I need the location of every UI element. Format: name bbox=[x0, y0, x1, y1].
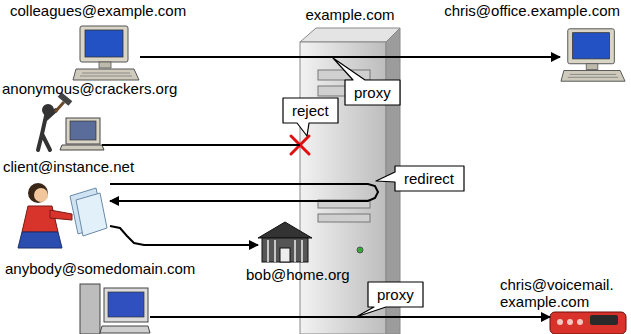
callout-bubble: redirect bbox=[395, 166, 464, 191]
bubble-shape bbox=[283, 98, 338, 136]
client-jacket bbox=[22, 206, 58, 232]
power-led bbox=[357, 247, 363, 253]
desktop-tower bbox=[80, 284, 100, 334]
client-hair bbox=[28, 183, 48, 203]
client-face bbox=[34, 188, 48, 202]
endpoint: chris@voicemail. example.com bbox=[550, 312, 626, 334]
bubble-shape bbox=[333, 58, 400, 105]
server: example.comproxyrejectredirectproxy bbox=[300, 28, 400, 334]
voicemail-button bbox=[557, 319, 563, 325]
callout-text: redirect bbox=[395, 166, 464, 191]
message-arrow bbox=[102, 144, 300, 146]
endpoint: client@instance.net bbox=[14, 180, 110, 250]
callout-text: proxy bbox=[345, 80, 400, 105]
computer-icon bbox=[73, 26, 139, 80]
cracker-keyboard bbox=[60, 145, 104, 150]
message-arrow bbox=[140, 56, 560, 58]
desktop-keyboard bbox=[100, 326, 150, 333]
desktop-icon bbox=[80, 284, 150, 334]
house-stripes bbox=[268, 240, 302, 262]
callout-text: reject bbox=[283, 98, 338, 123]
address-label: client@instance.net bbox=[3, 158, 134, 175]
desktop-monitor bbox=[104, 288, 148, 322]
address-label: anybody@somedomain.com bbox=[5, 260, 195, 277]
endpoint: anonymous@crackers.org bbox=[38, 100, 102, 150]
house-door bbox=[280, 248, 290, 262]
bubble-shape bbox=[376, 166, 464, 191]
cracker-screen bbox=[70, 121, 96, 140]
client-arm bbox=[50, 210, 72, 220]
address-label: bob@home.org bbox=[246, 266, 350, 283]
voicemail-button bbox=[567, 319, 573, 325]
house-wall bbox=[262, 238, 308, 262]
drive-bay bbox=[318, 214, 370, 222]
address-label: chris@office.example.com bbox=[444, 2, 620, 19]
address-label: chris@voicemail. example.com bbox=[500, 276, 628, 310]
callout-bubble: proxy bbox=[368, 282, 423, 307]
callout-bubble: reject bbox=[283, 98, 338, 123]
cracker-body bbox=[38, 110, 56, 150]
address-label: anonymous@crackers.org bbox=[2, 80, 177, 97]
callout-bubble: proxy bbox=[345, 80, 400, 105]
endpoint: anybody@somedomain.com bbox=[78, 282, 150, 334]
endpoint: bob@home.org bbox=[258, 222, 312, 262]
house-icon bbox=[258, 222, 312, 262]
voicemail-body bbox=[550, 312, 626, 334]
client-papers bbox=[76, 193, 107, 236]
address-label: example.com bbox=[305, 6, 394, 23]
client-icon bbox=[18, 183, 107, 248]
voicemail-button bbox=[577, 319, 583, 325]
message-arrow bbox=[110, 183, 300, 185]
message-arrow bbox=[150, 316, 550, 318]
house-roof bbox=[258, 222, 312, 238]
endpoint: colleagues@example.com bbox=[72, 24, 140, 82]
message-arrow bbox=[110, 226, 258, 245]
tower-top bbox=[300, 28, 400, 42]
desktop-screen bbox=[108, 292, 144, 317]
client-skirt bbox=[18, 232, 62, 248]
voicemail-icon bbox=[550, 312, 626, 334]
hammer-handle bbox=[55, 102, 64, 112]
endpoint: chris@office.example.com bbox=[560, 26, 626, 84]
cracker-icon bbox=[38, 92, 104, 150]
cracker-monitor bbox=[66, 118, 100, 144]
address-label: colleagues@example.com bbox=[10, 2, 186, 19]
message-arrow bbox=[110, 184, 378, 201]
voicemail-display bbox=[590, 315, 618, 325]
computer-icon bbox=[561, 29, 625, 81]
bubble-shape bbox=[356, 282, 423, 317]
callout-text: proxy bbox=[368, 282, 423, 307]
